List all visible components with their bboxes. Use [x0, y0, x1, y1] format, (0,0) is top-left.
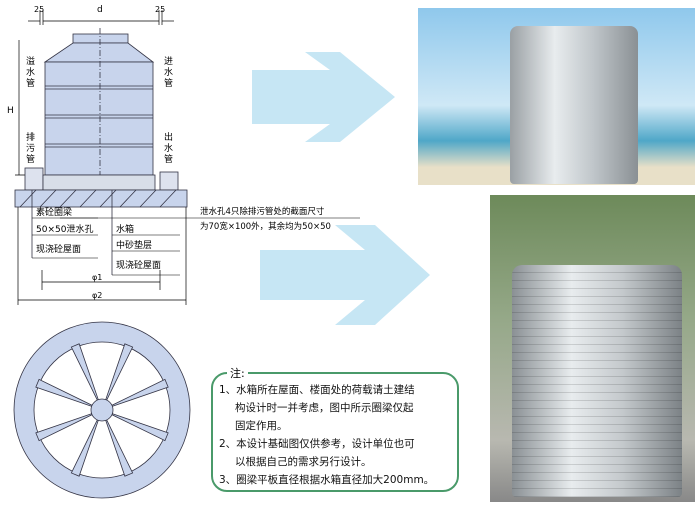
- callout-left: 素砼圈梁 50×50泄水孔 现浇砼屋面: [36, 206, 93, 255]
- svg-text:管: 管: [164, 153, 173, 165]
- dim-phi2-label: φ2: [92, 291, 102, 300]
- svg-text:水箱: 水箱: [116, 223, 134, 235]
- svg-text:50×50泄水孔: 50×50泄水孔: [36, 223, 93, 235]
- dim-d-label: d: [97, 5, 103, 15]
- notes-box: 注: 1、水箱所在屋面、楼面处的荷载请土建结 构设计时一并考虑，图中所示圈梁仅起…: [211, 365, 459, 492]
- svg-text:为70宽×100外，其余均为50×50: 为70宽×100外，其余均为50×50: [200, 221, 331, 232]
- dim-phi1-label: φ1: [92, 273, 102, 282]
- svg-text:水: 水: [164, 66, 173, 78]
- svg-text:排: 排: [26, 131, 35, 143]
- svg-text:出: 出: [164, 131, 173, 143]
- svg-text:管: 管: [26, 153, 35, 165]
- svg-text:中砂垫层: 中砂垫层: [116, 239, 152, 251]
- svg-text:进: 进: [164, 56, 173, 67]
- arrow-top: [252, 52, 395, 142]
- tank-drawing: [14, 28, 188, 275]
- note-line: 3、圈梁平板直径根据水箱直径加大200mm。: [219, 474, 435, 486]
- notes-title: 注:: [227, 365, 248, 381]
- svg-text:现浇砼屋面: 现浇砼屋面: [116, 259, 161, 271]
- note-line: 以根据自己的需求另行设计。: [235, 456, 372, 468]
- tank-photo-site: [490, 195, 695, 502]
- callout-mid: 水箱 中砂垫层 现浇砼屋面: [116, 223, 161, 271]
- svg-text:泄水孔4只除排污管处的截面尺寸: 泄水孔4只除排污管处的截面尺寸: [200, 206, 325, 217]
- svg-text:管: 管: [26, 77, 35, 89]
- drain-note: 泄水孔4只除排污管处的截面尺寸 为70宽×100外，其余均为50×50: [200, 206, 331, 232]
- svg-text:现浇砼屋面: 现浇砼屋面: [36, 243, 81, 255]
- dim-h-label: H: [7, 106, 14, 116]
- svg-text:素砼圈梁: 素砼圈梁: [36, 206, 72, 218]
- note-line: 固定作用。: [235, 420, 288, 432]
- dim-right-label: 25: [155, 5, 165, 14]
- pipe-labels: 溢水管 进水管 排污管 出水管: [26, 55, 173, 165]
- svg-text:水: 水: [164, 142, 173, 154]
- ring-beam-plan: [13, 321, 191, 499]
- note-line: 1、水箱所在屋面、楼面处的荷载请土建结: [219, 384, 415, 396]
- svg-text:污: 污: [26, 142, 35, 154]
- note-line: 构设计时一并考虑，图中所示圈梁仅起: [235, 402, 414, 414]
- tank-photo-outdoor: [418, 8, 695, 185]
- arrow-bottom: [260, 225, 430, 325]
- svg-text:水: 水: [26, 66, 35, 78]
- note-line: 2、本设计基础图仅供参考，设计单位也可: [219, 438, 415, 450]
- dim-left-label: 25: [34, 5, 44, 14]
- hub: [90, 398, 114, 422]
- svg-text:管: 管: [164, 77, 173, 89]
- svg-text:溢: 溢: [26, 55, 35, 67]
